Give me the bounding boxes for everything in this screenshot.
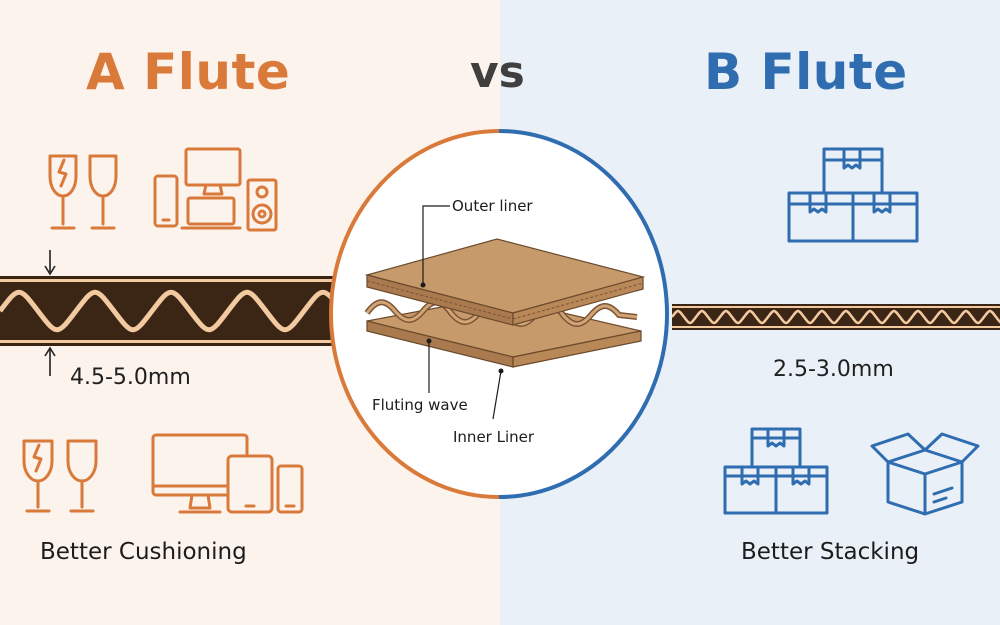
outer-liner-label: Outer liner [452, 197, 533, 215]
b-flute-benefit: Better Stacking [741, 539, 920, 565]
thickness-arrow-bottom-icon [44, 346, 56, 376]
b-flute-title: B Flute [704, 43, 908, 101]
inner-liner-sheet [366, 296, 642, 368]
a-flute-thickness: 4.5-5.0mm [70, 365, 191, 390]
a-flute-board-cross-section [0, 276, 335, 346]
wine-glass-icon-bottom [22, 439, 98, 513]
devices-icon [151, 433, 304, 514]
inner-liner-label: Inner Liner [453, 428, 535, 446]
a-flute-benefit: Better Cushioning [40, 539, 247, 565]
flute-structure-diagram [329, 129, 669, 499]
fluting-wave-label: Fluting wave [372, 396, 468, 414]
wine-glass-icon [48, 154, 118, 230]
vs-label: vs [470, 47, 525, 98]
monitor-icon [153, 147, 278, 232]
outer-liner-sheet [364, 238, 646, 326]
b-flute-board-cross-section [672, 304, 1000, 330]
thickness-arrow-top-icon [44, 250, 56, 276]
stacked-boxes-icon [787, 147, 919, 243]
a-flute-title: A Flute [86, 43, 291, 101]
stacked-boxes-icon-bottom [723, 427, 829, 515]
open-box-icon [870, 432, 980, 516]
b-flute-thickness: 2.5-3.0mm [773, 357, 894, 382]
